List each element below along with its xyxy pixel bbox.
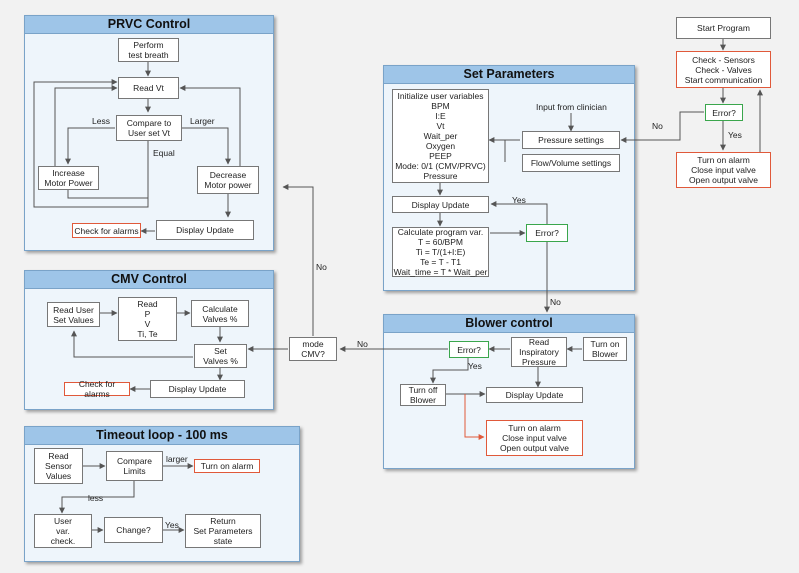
change-box: Change?: [104, 517, 163, 543]
user-var-check-box: User var. check.: [34, 514, 92, 548]
flow-volume-settings-box: Flow/Volume settings: [522, 154, 620, 172]
timeout-loop-title: Timeout loop - 100 ms: [25, 427, 299, 445]
turn-on-blower-box: Turn on Blower: [583, 337, 627, 361]
set-valves-box: Set Valves %: [194, 344, 247, 368]
blower-control-title: Blower control: [384, 315, 634, 333]
initialize-user-variables-box: Initialize user variables BPM I:E Vt Wai…: [392, 89, 489, 183]
read-p-v-ti-te-box: Read P V Ti, Te: [118, 297, 177, 341]
calculate-program-var-box: Calculate program var. T = 60/BPM Ti = T…: [392, 227, 489, 277]
perform-test-breath-box: Perform test breath: [118, 38, 179, 62]
compare-vt-box: Compare to User set Vt: [116, 115, 182, 141]
prvc-control-title: PRVC Control: [25, 16, 273, 34]
blower-turn-on-alarm-box: Turn on alarm Close input valve Open out…: [486, 420, 583, 456]
blower-no-label: No: [357, 339, 368, 349]
read-sensor-values-box: Read Sensor Values: [34, 448, 83, 484]
prvc-larger-label: Larger: [190, 116, 215, 126]
timeout-less-label: less: [88, 493, 104, 503]
cmv-display-update-box: Display Update: [150, 380, 245, 398]
input-from-clinician-label: Input from clinician: [536, 102, 607, 112]
decrease-motor-power-box: Decrease Motor power: [197, 166, 259, 194]
start-turn-on-alarm-box: Turn on alarm Close input valve Open out…: [676, 152, 771, 188]
read-vt-box: Read Vt: [118, 77, 179, 99]
check-sensors-valves-box: Check - Sensors Check - Valves Start com…: [676, 51, 771, 88]
mode-no-label: No: [316, 262, 327, 272]
blower-error-box: Error?: [449, 341, 489, 358]
prvc-less-label: Less: [92, 116, 110, 126]
timeout-yes-label: Yes: [165, 520, 179, 530]
prvc-equal-label: Equal: [153, 148, 175, 158]
set-parameters-title: Set Parameters: [384, 66, 634, 84]
calculate-valves-box: Calculate Valves %: [191, 300, 249, 327]
prvc-display-update-box: Display Update: [156, 220, 254, 240]
set-params-display-update-box: Display Update: [392, 196, 489, 213]
start-error-box: Error?: [705, 104, 743, 121]
timeout-turn-on-alarm-box: Turn on alarm: [194, 459, 260, 473]
set-params-error-box: Error?: [526, 224, 568, 242]
blower-yes-label: Yes: [468, 361, 482, 371]
compare-limits-box: Compare Limits: [106, 451, 163, 481]
blower-display-update-box: Display Update: [486, 387, 583, 403]
prvc-check-alarms-box: Check for alarms: [72, 223, 141, 238]
pressure-settings-box: Pressure settings: [522, 131, 620, 149]
start-error-no-label: No: [652, 121, 663, 131]
increase-motor-power-box: Increase Motor Power: [38, 166, 99, 190]
cmv-control-title: CMV Control: [25, 271, 273, 289]
timeout-larger-label: larger: [166, 454, 188, 464]
start-program-box: Start Program: [676, 17, 771, 39]
start-error-yes-label: Yes: [728, 130, 742, 140]
read-inspiratory-pressure-box: Read Inspiratory Pressure: [511, 337, 567, 367]
cmv-check-alarms-box: Check for alarms: [64, 379, 130, 399]
mode-cmv-box: mode CMV?: [289, 337, 337, 361]
turn-off-blower-box: Turn off Blower: [400, 384, 446, 406]
return-set-parameters-box: Return Set Parameters state: [185, 514, 261, 548]
set-params-no-label: No: [550, 297, 561, 307]
read-user-set-values-box: Read User Set Values: [47, 302, 100, 327]
set-params-yes-label: Yes: [512, 195, 526, 205]
